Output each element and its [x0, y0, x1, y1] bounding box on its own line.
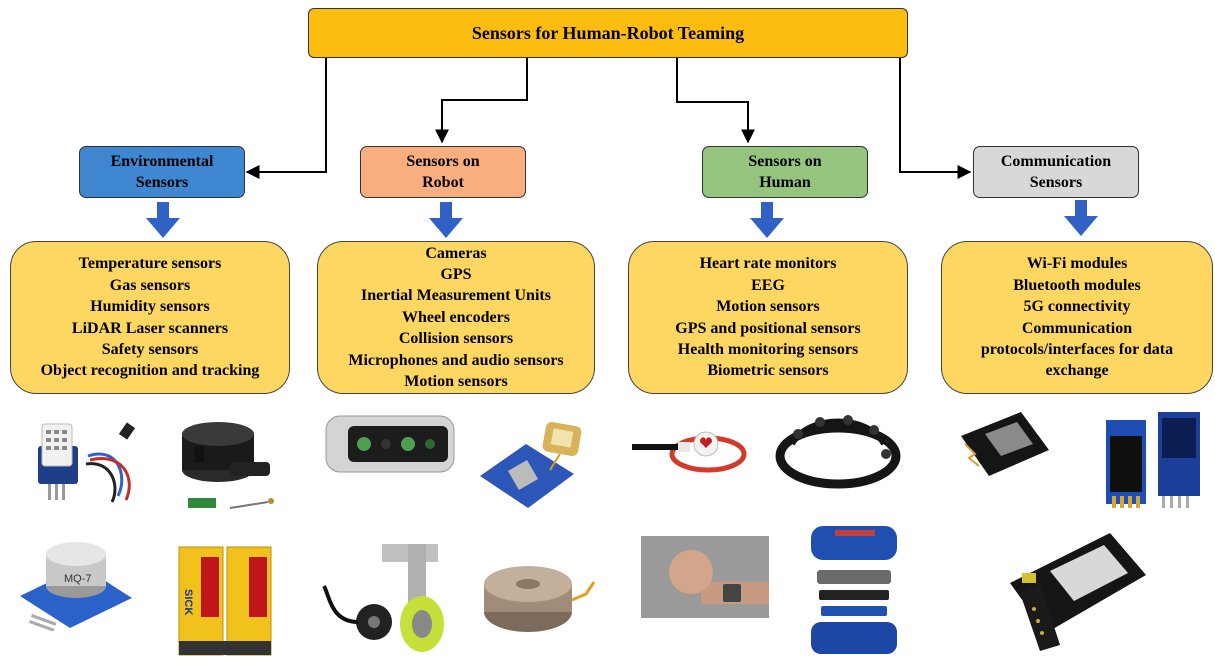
- svg-text:SICK: SICK: [182, 589, 194, 615]
- category-human: Sensors on Human: [702, 146, 868, 198]
- esp-wifi-module-image: [961, 412, 1049, 476]
- down-arrow-environmental: [146, 202, 180, 238]
- list-item: Humidity sensors: [90, 298, 210, 316]
- down-arrow-human: [750, 202, 784, 238]
- dht-humidity-sensor-image: [38, 422, 136, 503]
- category-human-line2: Human: [759, 174, 811, 191]
- category-robot: Sensors on Robot: [360, 146, 526, 198]
- list-communication: Wi-Fi modules Bluetooth modules 5G conne…: [941, 241, 1213, 394]
- category-robot-line2: Robot: [422, 174, 464, 191]
- 5g-dev-board-image: [1010, 533, 1146, 651]
- list-item: EEG: [751, 276, 785, 294]
- category-environmental-line2: Sensors: [135, 174, 189, 191]
- wrist-wearable-sensor-image: [641, 536, 769, 618]
- connector-human: [676, 58, 755, 144]
- mq7-gas-sensor-image: MQ-7: [20, 542, 132, 631]
- list-item: Biometric sensors: [707, 362, 829, 380]
- list-item: Wi-Fi modules: [1026, 255, 1128, 273]
- connector-robot: [435, 58, 528, 144]
- list-item: 5G connectivity: [1023, 298, 1131, 316]
- list-item: Gas sensors: [109, 276, 191, 294]
- force-torque-sensor-image: [484, 566, 596, 632]
- list-item: Health monitoring sensors: [677, 340, 859, 358]
- category-communication: Communication Sensors: [973, 146, 1139, 198]
- lidar-scanner-image: [182, 422, 274, 509]
- bluetooth-module-image: [1106, 412, 1200, 508]
- list-environmental: Temperature sensors Gas sensors Humidity…: [10, 241, 290, 394]
- list-item: Object recognition and tracking: [40, 362, 260, 380]
- category-human-line1: Sensors on: [748, 153, 822, 170]
- list-item: Wheel encoders: [402, 308, 510, 326]
- category-environmental: Environmental Sensors: [79, 146, 245, 198]
- wheel-encoder-image: [322, 544, 444, 652]
- list-item: protocols/interfaces for data: [980, 340, 1174, 358]
- list-robot: Cameras GPS Inertial Measurement Units W…: [317, 241, 595, 394]
- svg-text:MQ-7: MQ-7: [64, 573, 92, 585]
- sick-safety-light-barrier-image: SICK: [178, 546, 272, 656]
- gps-module-image: [480, 422, 582, 508]
- list-item: exchange: [1045, 362, 1109, 380]
- list-human: Heart rate monitors EEG Motion sensors G…: [628, 241, 908, 394]
- root-title: Sensors for Human-Robot Teaming: [308, 8, 908, 58]
- list-item: LiDAR Laser scanners: [71, 319, 229, 337]
- layered-wearable-device-image: [811, 526, 897, 654]
- list-item: GPS and positional sensors: [675, 319, 861, 337]
- connector-communication: [899, 58, 972, 179]
- list-item: Heart rate monitors: [699, 255, 837, 273]
- eeg-headset-image: [775, 415, 901, 489]
- list-item: Motion sensors: [716, 298, 820, 316]
- list-item: Safety sensors: [101, 340, 199, 358]
- list-item: GPS: [440, 265, 472, 283]
- list-item: Bluetooth modules: [1013, 276, 1141, 294]
- category-communication-line2: Sensors: [1029, 174, 1083, 191]
- list-item: Microphones and audio sensors: [348, 351, 564, 369]
- heart-rate-sensor-image: [632, 431, 747, 473]
- list-item: Inertial Measurement Units: [361, 287, 551, 305]
- list-item: Temperature sensors: [78, 255, 222, 273]
- category-communication-line1: Communication: [1000, 153, 1112, 170]
- list-item: Communication: [1021, 319, 1133, 337]
- down-arrow-communication: [1064, 200, 1098, 236]
- category-environmental-line1: Environmental: [110, 153, 214, 170]
- down-arrow-robot: [429, 202, 463, 238]
- category-robot-line1: Sensors on: [406, 153, 480, 170]
- list-item: Collision sensors: [398, 330, 514, 348]
- connector-environmental: [245, 58, 327, 179]
- depth-camera-image: [325, 415, 455, 473]
- list-item: Motion sensors: [404, 373, 508, 391]
- list-item: Cameras: [425, 244, 487, 262]
